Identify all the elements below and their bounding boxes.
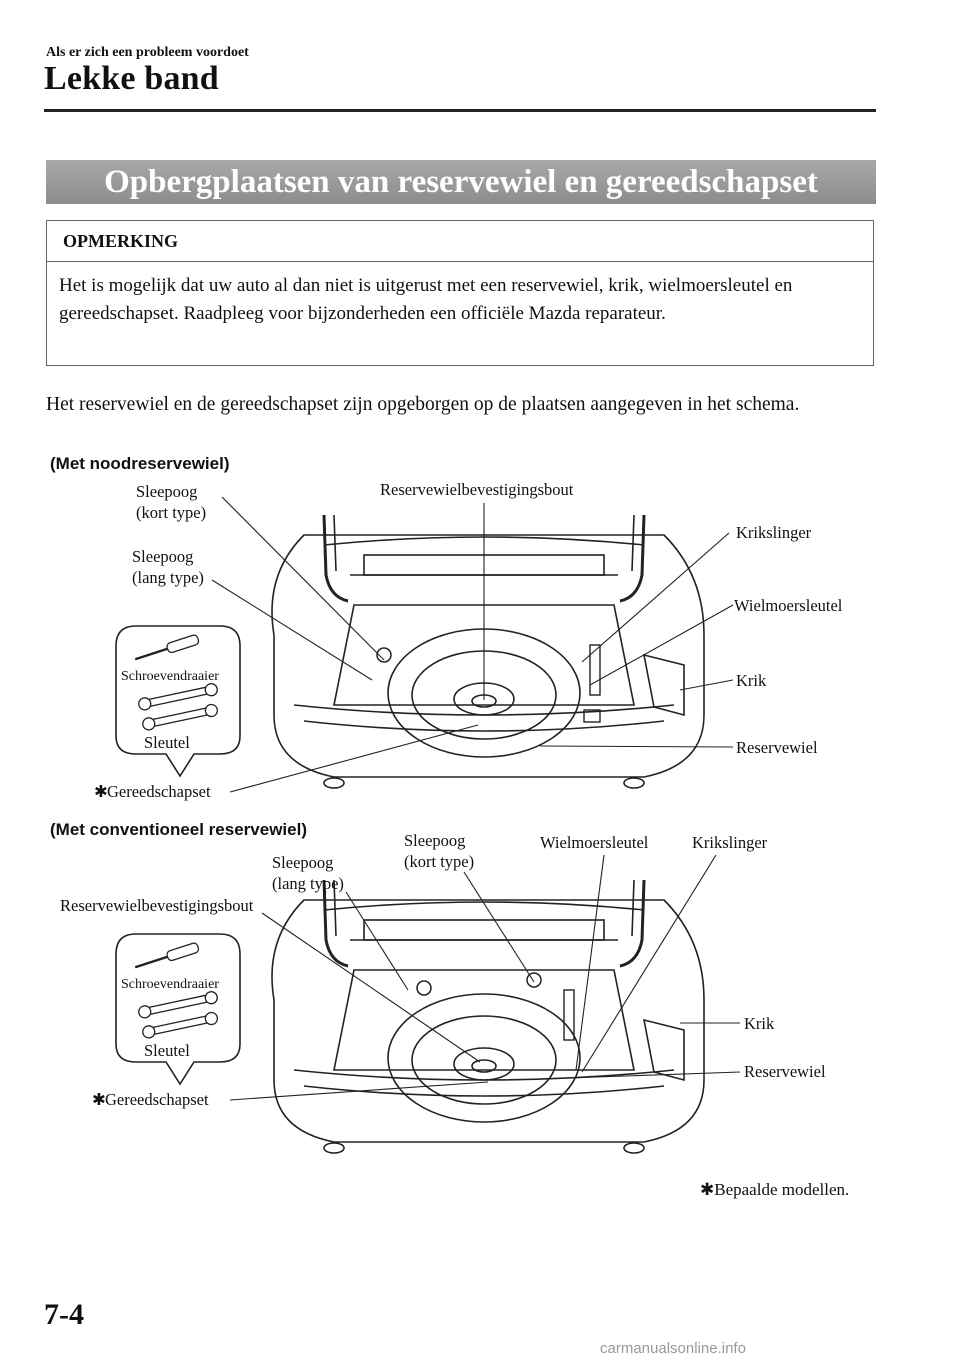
note-body: Het is mogelijk dat uw auto al dan niet … [59, 275, 793, 324]
f1-label-schroevendraaier: Schroevendraaier [121, 669, 219, 684]
f2-label-wielmoersleutel: Wielmoersleutel [540, 833, 649, 852]
f1-label-wielmoersleutel: Wielmoersleutel [734, 596, 843, 615]
f2-label-sleepoog-lang-1: Sleepoog [272, 853, 333, 872]
f2-asterisk: ✱ [92, 1090, 106, 1109]
f1-label-reservewiel: Reservewiel [736, 738, 818, 757]
figure2-trunk-drawing [270, 878, 706, 1155]
figure1-leaders [211, 496, 734, 793]
figure1-tools-bubble [114, 624, 242, 778]
f2-label-sleepoog-lang-2: (lang type) [272, 874, 344, 893]
f1-label-krik: Krik [736, 671, 767, 690]
note-box: OPMERKING Het is mogelijk dat uw auto al… [46, 220, 874, 366]
chapter-title: Lekke band [44, 60, 219, 97]
f2-label-krik: Krik [744, 1014, 775, 1033]
f2-label-bevestigingsbout: Reservewielbevestigingsbout [60, 896, 254, 915]
intro-text: Het reservewiel en de gereedschapset zij… [46, 394, 800, 415]
footnote-asterisk: ✱ [700, 1180, 715, 1199]
f2-label-sleutel: Sleutel [144, 1041, 190, 1060]
f2-label-gereedschapset: Gereedschapset [105, 1090, 209, 1109]
f1-label-sleepoog-lang-2: (lang type) [132, 568, 204, 587]
f1-label-bevestigingsbout: Reservewielbevestigingsbout [380, 480, 574, 499]
header-rule [44, 109, 876, 112]
footnote-text: Bepaalde modellen. [714, 1180, 850, 1199]
f2-label-schroevendraaier: Schroevendraaier [121, 977, 219, 992]
f1-label-sleepoog-kort-2: (kort type) [136, 503, 206, 522]
figure2-tools-bubble [114, 932, 242, 1086]
footnote: ✱Bepaalde modellen. [700, 1180, 849, 1200]
f2-label-sleepoog-kort-1: Sleepoog [404, 831, 465, 850]
note-heading: OPMERKING [47, 221, 873, 262]
f2-label-reservewiel: Reservewiel [744, 1062, 826, 1081]
f1-label-krikslinger: Krikslinger [736, 523, 812, 542]
f2-label-krikslinger: Krikslinger [692, 833, 768, 852]
watermark: carmanualsonline.info [600, 1340, 746, 1357]
section-title: Als er zich een probleem voordoet [46, 45, 249, 60]
figure1-heading: (Met noodreservewiel) [50, 454, 230, 473]
f2-label-sleepoog-kort-2: (kort type) [404, 852, 474, 871]
figure1-trunk-drawing [270, 513, 706, 790]
f1-label-gereedschapset: Gereedschapset [107, 782, 211, 801]
page-number: 7-4 [44, 1298, 84, 1331]
f1-label-sleutel: Sleutel [144, 733, 190, 752]
figure2-heading: (Met conventioneel reservewiel) [50, 820, 307, 839]
f1-label-sleepoog-kort-1: Sleepoog [136, 482, 197, 501]
f1-asterisk: ✱ [94, 782, 108, 801]
f1-label-sleepoog-lang-1: Sleepoog [132, 547, 193, 566]
figure2-leaders [229, 854, 741, 1101]
section-banner: Opbergplaatsen van reservewiel en gereed… [46, 160, 876, 204]
